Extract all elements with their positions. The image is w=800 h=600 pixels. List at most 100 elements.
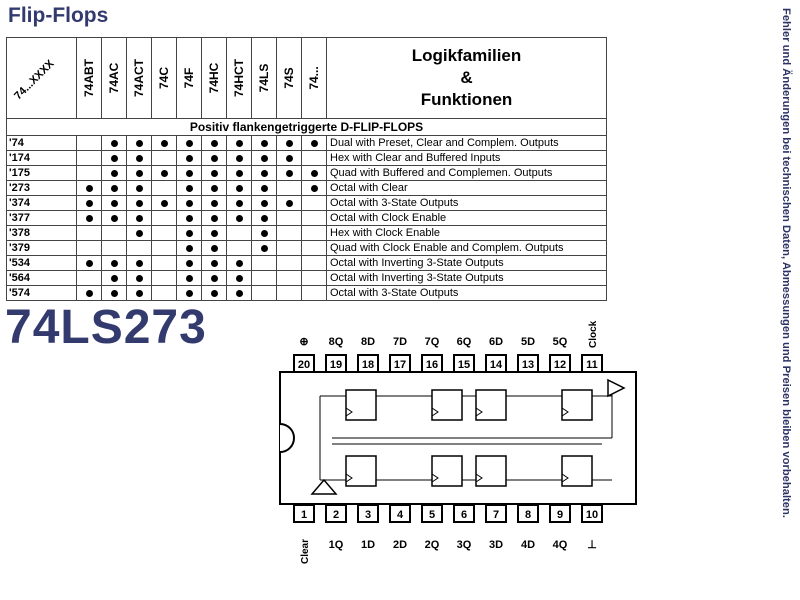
availability-dot: [260, 229, 268, 237]
family-label: 74ACT: [132, 58, 146, 98]
availability-dot: [185, 154, 193, 162]
availability-cell: [101, 150, 127, 166]
availability-dot: [185, 139, 193, 147]
availability-cell: [301, 285, 327, 301]
pin-number: 6: [461, 509, 467, 521]
availability-cell: [126, 210, 152, 226]
pin-number: 16: [426, 359, 438, 371]
pin-number: 17: [394, 359, 406, 371]
family-label: 74F: [182, 67, 196, 89]
availability-cell: [126, 270, 152, 286]
pin-number: 20: [298, 359, 310, 371]
availability-cell: [151, 285, 177, 301]
pin-label: ⊥: [587, 539, 597, 551]
bottom-pin-6: 6 3Q: [453, 504, 475, 551]
bottom-pin-10: 10⊥: [581, 504, 603, 551]
availability-cell: [76, 255, 102, 271]
availability-cell: [201, 285, 227, 301]
availability-cell: [151, 195, 177, 211]
availability-cell: [176, 180, 202, 196]
availability-dot: [135, 229, 143, 237]
row-function: Octal with Clear: [326, 180, 607, 196]
availability-dot: [135, 184, 143, 192]
availability-cell: [276, 255, 302, 271]
availability-dot: [210, 169, 218, 177]
pin-label: 3D: [489, 539, 503, 551]
flip-flop-block: [561, 389, 593, 421]
availability-dot: [285, 139, 293, 147]
pin-number: 1: [301, 509, 307, 521]
family-header-7: 74LS: [251, 37, 277, 119]
availability-cell: [176, 195, 202, 211]
availability-cell: [251, 195, 277, 211]
availability-cell: [201, 150, 227, 166]
availability-dot: [85, 199, 93, 207]
availability-cell: [151, 255, 177, 271]
family-label: 74HCT: [232, 58, 246, 98]
row-function: Octal with Inverting 3-State Outputs: [326, 255, 607, 271]
row-function: Octal with 3-State Outputs: [326, 195, 607, 211]
availability-cell: [276, 225, 302, 241]
availability-cell: [301, 135, 327, 151]
availability-cell: [151, 270, 177, 286]
bottom-pin-4: 42D: [389, 504, 411, 551]
row-part: '379: [6, 240, 77, 256]
availability-dot: [85, 184, 93, 192]
availability-cell: [126, 225, 152, 241]
availability-cell: [151, 225, 177, 241]
availability-dot: [185, 244, 193, 252]
availability-cell: [226, 225, 252, 241]
availability-cell: [226, 255, 252, 271]
availability-cell: [176, 255, 202, 271]
availability-dot: [85, 259, 93, 267]
pin-label: 8Q: [329, 336, 344, 348]
availability-cell: [226, 135, 252, 151]
availability-cell: [201, 270, 227, 286]
availability-cell: [201, 195, 227, 211]
availability-cell: [226, 285, 252, 301]
availability-dot: [185, 214, 193, 222]
row-function: Hex with Clock Enable: [326, 225, 607, 241]
availability-dot: [210, 184, 218, 192]
availability-cell: [226, 165, 252, 181]
availability-dot: [235, 139, 243, 147]
pin-number: 14: [490, 359, 503, 371]
row-part: '174: [6, 150, 77, 166]
row-part: '564: [6, 270, 77, 286]
availability-dot: [160, 169, 168, 177]
availability-dot: [260, 244, 268, 252]
pin-number: 2: [333, 509, 339, 521]
availability-cell: [251, 180, 277, 196]
availability-cell: [276, 210, 302, 226]
pin-label: 3Q: [457, 539, 472, 551]
availability-cell: [76, 210, 102, 226]
availability-dot: [210, 199, 218, 207]
availability-dot: [235, 154, 243, 162]
availability-dot: [260, 199, 268, 207]
row-part: '574: [6, 285, 77, 301]
row-part: '377: [6, 210, 77, 226]
availability-cell: [226, 180, 252, 196]
availability-dot: [185, 274, 193, 282]
bottom-pin-9: 94Q: [549, 504, 571, 551]
pin-number: 13: [522, 359, 534, 371]
availability-cell: [276, 195, 302, 211]
pin-number: 15: [458, 359, 470, 371]
availability-dot: [310, 169, 318, 177]
pin-label: Clear: [300, 539, 311, 564]
availability-cell: [176, 240, 202, 256]
availability-cell: [226, 240, 252, 256]
pin-label: 6D: [489, 336, 503, 348]
availability-dot: [260, 169, 268, 177]
availability-cell: [126, 195, 152, 211]
ic-notch: [279, 423, 295, 453]
family-header-5: 74HC: [201, 37, 227, 119]
availability-cell: [226, 195, 252, 211]
